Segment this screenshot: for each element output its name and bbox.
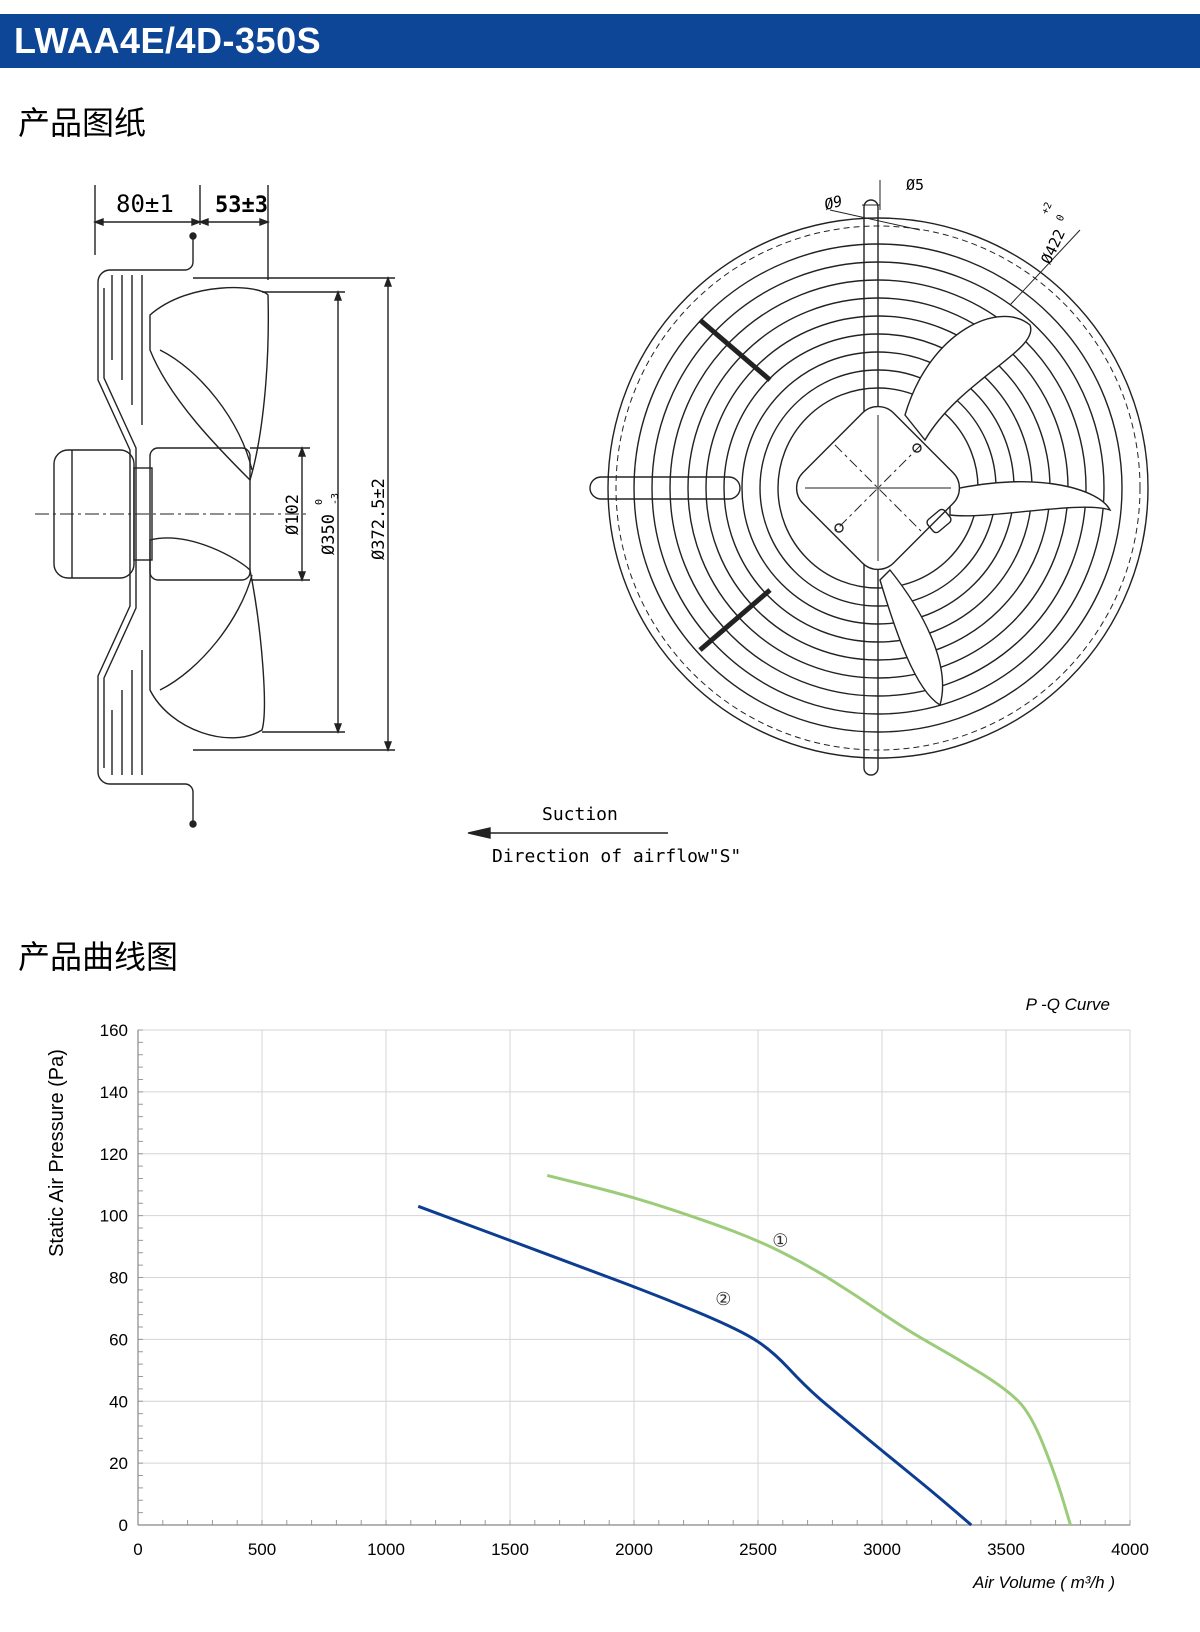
drawing-section-title: 产品图纸	[18, 104, 147, 142]
front-view	[589, 180, 1149, 776]
side-view	[35, 185, 395, 828]
y-tick-label: 120	[100, 1145, 128, 1164]
y-tick-label: 0	[119, 1516, 128, 1535]
x-tick-label: 500	[248, 1540, 276, 1559]
x-tick-label: 3000	[863, 1540, 901, 1559]
series-label-2: ②	[715, 1289, 731, 1309]
y-tick-label: 100	[100, 1207, 128, 1226]
dim-blade: Ø350	[319, 514, 339, 555]
series-line-2	[417, 1204, 973, 1527]
dim-outer-tol-top: +2	[1040, 201, 1055, 217]
product-model: LWAA4E/4D-350S	[14, 20, 322, 61]
dim-depth: 80±1	[116, 190, 174, 218]
y-tick-label: 140	[100, 1083, 128, 1102]
pq-curve-chart: 0 500 1000 1500 2000 2500 3000 3500 4000 0 20 40 60 8…	[46, 995, 1149, 1592]
product-title-bar: LWAA4E/4D-350S	[0, 14, 1200, 68]
dim-hub: Ø102	[283, 494, 303, 535]
x-tick-label: 2000	[615, 1540, 653, 1559]
suction-label: Suction	[542, 804, 618, 825]
dim-blade-tol-bottom: -3	[330, 493, 341, 505]
x-tick-label: 2500	[739, 1540, 777, 1559]
technical-drawing: 80±1 53±3 Ø102 Ø350 0 -3 Ø372.5±2 Ø9 Ø5 …	[35, 176, 1149, 867]
y-tick-label: 160	[100, 1021, 128, 1040]
y-tick-label: 60	[109, 1330, 128, 1349]
chart-grid	[137, 1029, 1131, 1526]
x-axis-label: Air Volume ( m³/h )	[972, 1573, 1115, 1592]
airflow-arrow	[467, 827, 668, 839]
x-tick-label: 0	[133, 1540, 142, 1559]
dim-hole9: Ø9	[822, 192, 844, 214]
dim-blade-tol-top: 0	[314, 499, 325, 505]
chart-series	[417, 1173, 1072, 1527]
x-tick-label: 4000	[1111, 1540, 1149, 1559]
y-tick-label: 80	[109, 1269, 128, 1288]
chart-series-labels: ①②	[715, 1230, 788, 1309]
dim-flange: 53±3	[215, 193, 268, 218]
curve-section-title: 产品曲线图	[18, 938, 179, 976]
y-tick-label: 20	[109, 1454, 128, 1473]
chart-title: P -Q Curve	[1026, 995, 1110, 1014]
x-tick-label: 3500	[987, 1540, 1025, 1559]
series-label-1: ①	[772, 1230, 788, 1250]
dim-outer-tol-bottom: 0	[1055, 213, 1068, 223]
series-line-1	[546, 1173, 1072, 1526]
dim-hole5: Ø5	[906, 176, 924, 194]
y-axis-label: Static Air Pressure (Pa)	[46, 1049, 68, 1257]
dim-ring: Ø372.5±2	[369, 478, 389, 560]
chart-ticks: 0 500 1000 1500 2000 2500 3000 3500 4000 0 20 40 60 8…	[100, 1021, 1149, 1559]
x-tick-label: 1000	[367, 1540, 405, 1559]
x-tick-label: 1500	[491, 1540, 529, 1559]
y-tick-label: 40	[109, 1392, 128, 1411]
airflow-direction-label: Direction of airflow"S"	[492, 846, 741, 867]
